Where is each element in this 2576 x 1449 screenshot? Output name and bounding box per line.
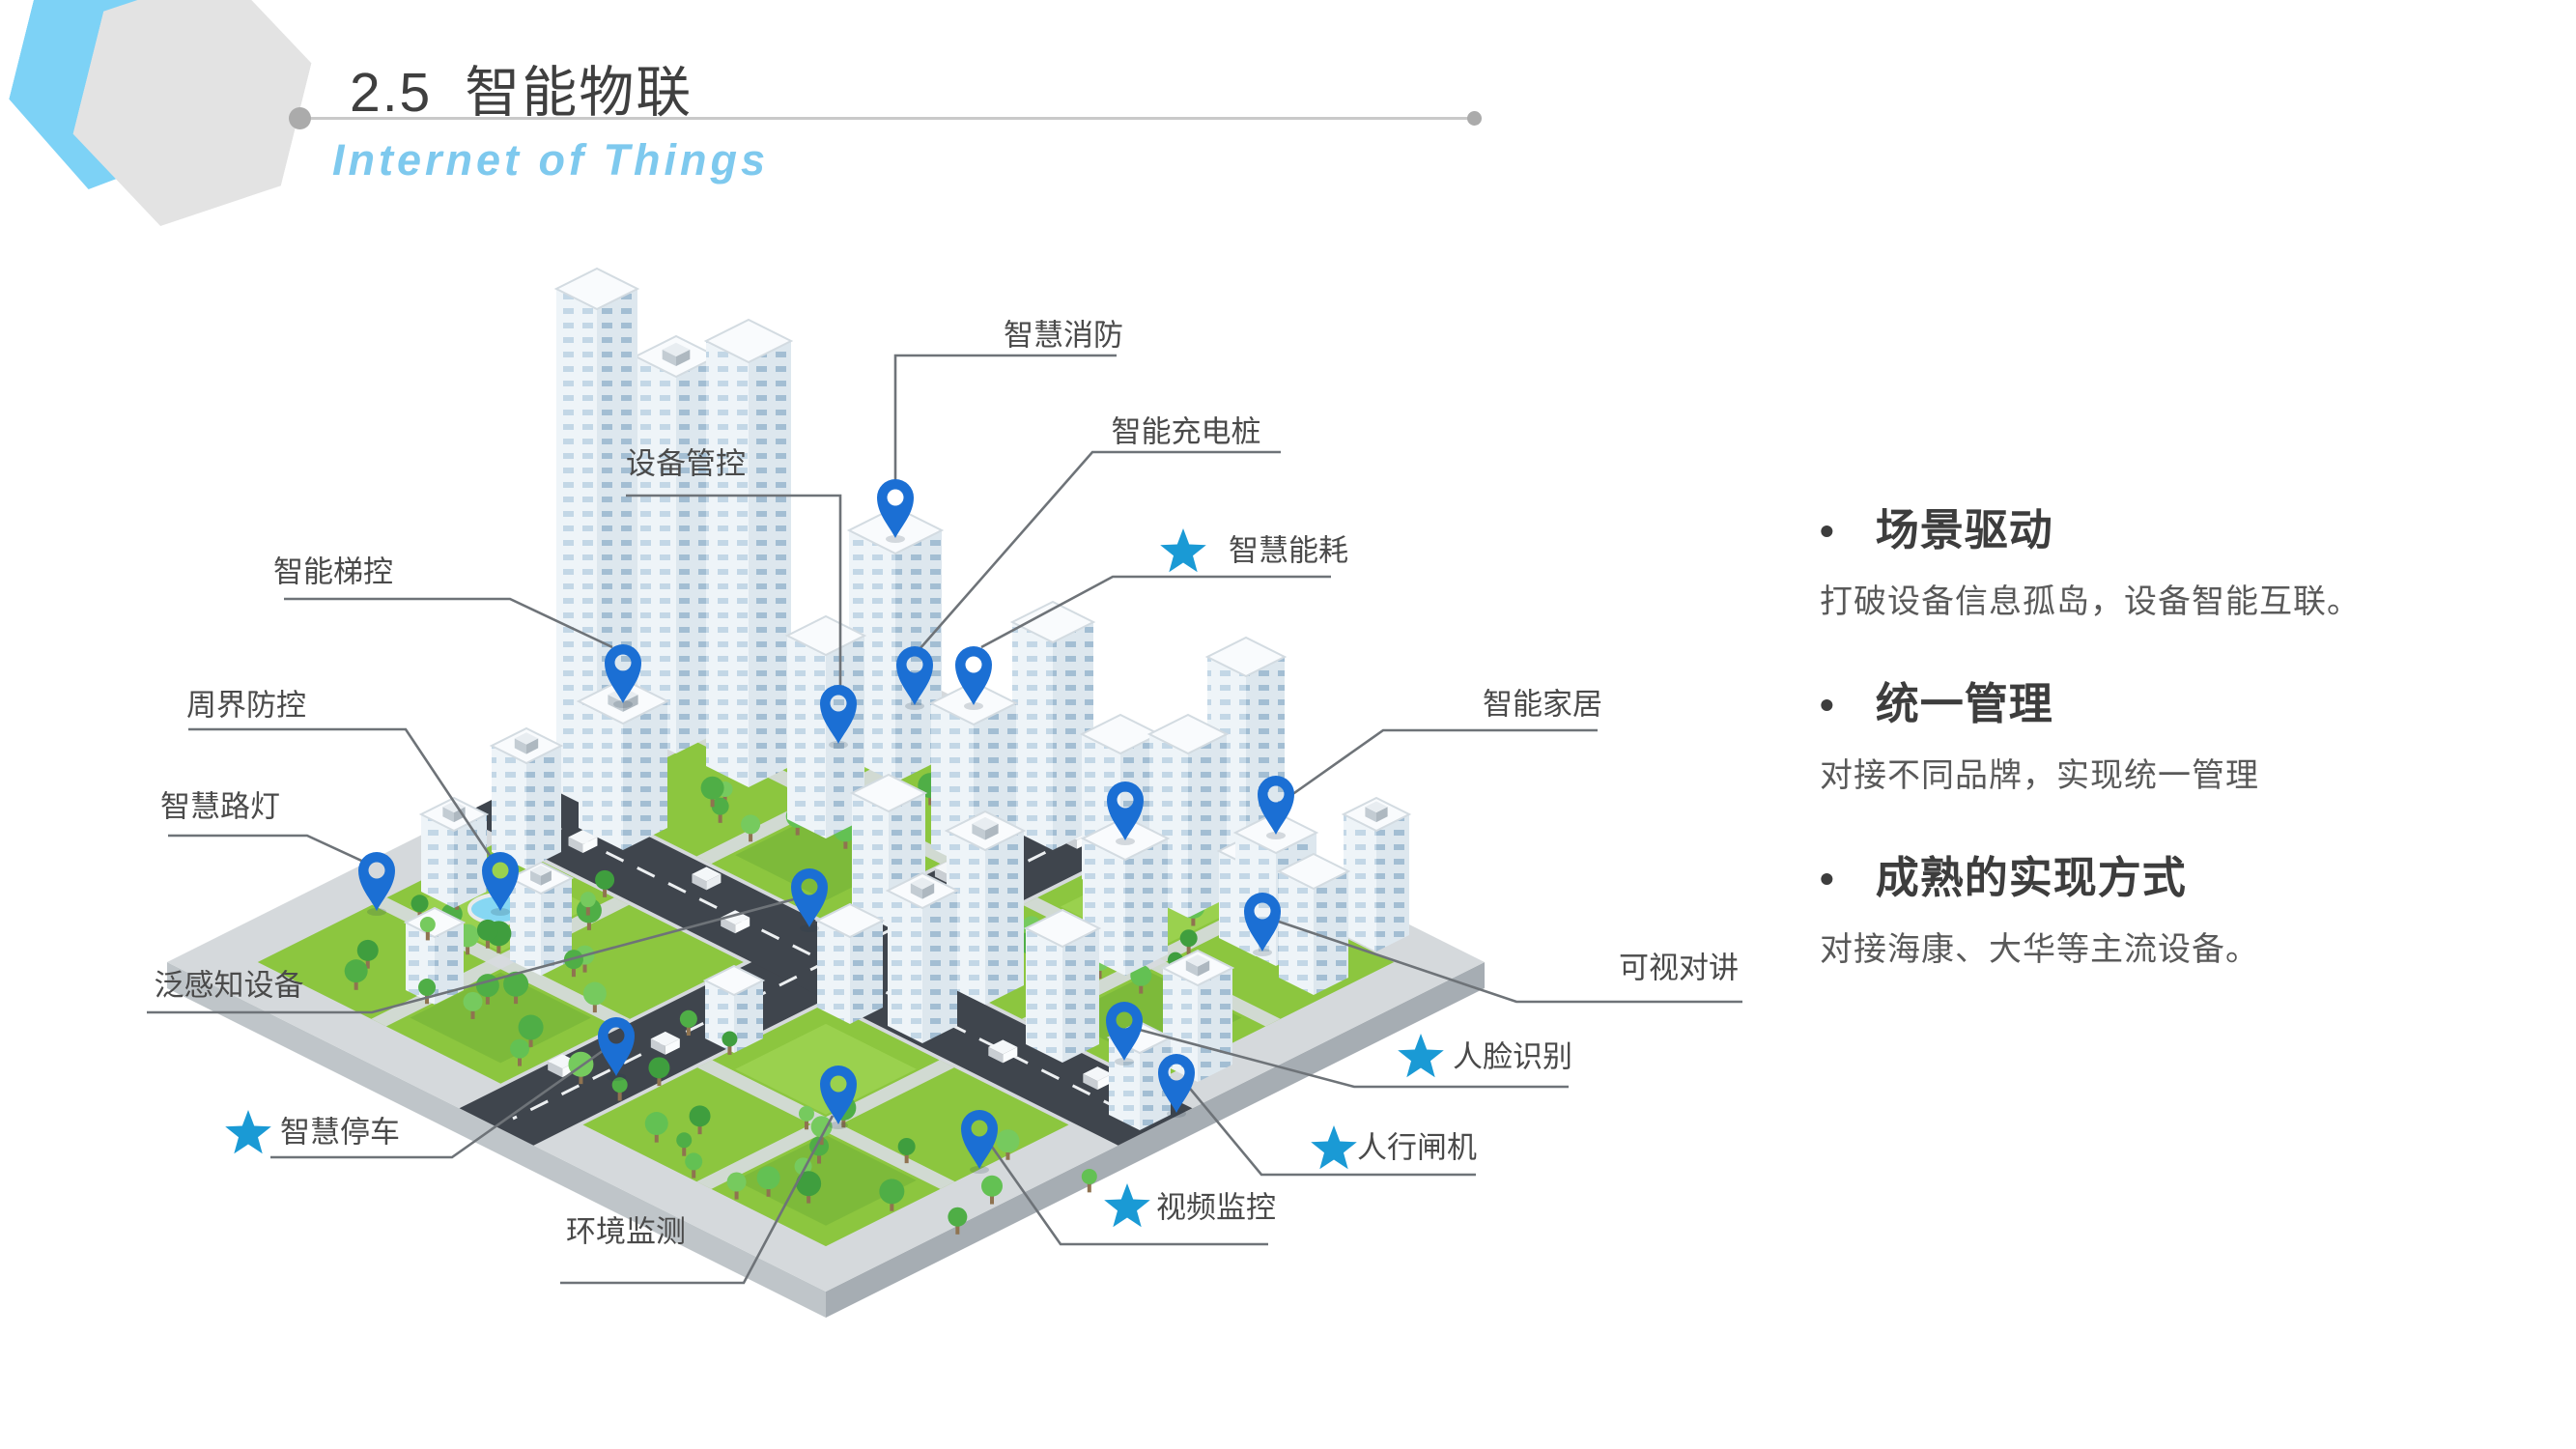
leader-line-perimeter-defense	[188, 727, 496, 864]
map-pin-icon	[1158, 1054, 1195, 1113]
map-pin-icon	[820, 685, 857, 744]
divider-dot-left	[289, 107, 311, 129]
leader-line-ubiquitous-sensing	[147, 895, 806, 1014]
city-trees-front	[344, 917, 1097, 1235]
feature-heading: 成熟的实现方式	[1875, 853, 2187, 902]
feature-point: • 场景驱动 打破设备信息孤岛，设备智能互联。	[1820, 495, 2496, 622]
map-pin-icon	[358, 852, 395, 911]
label-text: 智慧消防	[1004, 319, 1123, 353]
label-text: 环境监测	[566, 1215, 686, 1249]
label-text: 智能充电桩	[1112, 415, 1261, 449]
label-text: 视频监控	[1156, 1191, 1276, 1225]
map-pin-icon	[1244, 893, 1281, 952]
leader-line-video-intercom	[1272, 918, 1742, 1004]
map-pin-icon	[1258, 776, 1294, 835]
feature-heading: 统一管理	[1875, 679, 2053, 728]
section-number: 2.5	[350, 62, 433, 124]
label-smart-energy: 智慧能耗	[1160, 528, 1348, 573]
label-text: 周界防控	[186, 689, 306, 723]
label-ubiquitous-sensing: 泛感知设备	[155, 969, 304, 1003]
feature-heading: 场景驱动	[1875, 505, 2053, 554]
bullet-icon: •	[1820, 508, 1835, 554]
feature-point: • 成熟的实现方式 对接海康、大华等主流设备。	[1820, 842, 2496, 970]
map-pin-icon	[961, 1110, 998, 1169]
map-pin-icon	[1106, 1002, 1143, 1061]
map-pin-icon	[877, 479, 914, 538]
label-text: 智慧路灯	[160, 790, 280, 824]
label-text: 智能梯控	[273, 555, 393, 589]
label-text: 人行闸机	[1357, 1131, 1477, 1165]
bullet-icon: •	[1820, 856, 1835, 901]
leader-line-smart-streetlight	[168, 834, 371, 867]
label-text: 可视对讲	[1619, 952, 1739, 985]
label-perimeter-defense: 周界防控	[186, 689, 306, 723]
leader-line-environment-monitoring	[560, 1115, 835, 1285]
feature-desc: 对接海康、大华等主流设备。	[1820, 931, 2259, 968]
map-pin-icon	[1107, 781, 1144, 840]
map-pin-icon	[791, 868, 828, 927]
label-smart-charging: 智能充电桩	[1112, 415, 1261, 449]
leader-line-video-surveillance	[985, 1139, 1268, 1246]
label-face-recognition: 人脸识别	[1398, 1034, 1572, 1078]
label-text: 智慧能耗	[1229, 534, 1348, 568]
star-icon	[1311, 1125, 1357, 1170]
label-device-control: 设备管控	[626, 447, 746, 481]
title-divider	[289, 107, 1482, 129]
leader-line-smart-charging	[919, 450, 1281, 650]
label-smart-streetlight: 智慧路灯	[160, 790, 280, 824]
label-environment-monitoring: 环境监测	[566, 1215, 686, 1249]
leader-line-smart-energy	[980, 575, 1331, 649]
title-text: 智能物联	[465, 62, 694, 124]
map-pin-icon	[955, 646, 992, 705]
label-text: 人脸识别	[1453, 1040, 1572, 1074]
divider-dot-right	[1467, 111, 1482, 126]
map-pins	[358, 479, 1294, 1174]
label-pedestrian-gate: 人行闸机	[1311, 1125, 1477, 1170]
map-pin-icon	[896, 646, 933, 705]
label-video-intercom: 可视对讲	[1619, 952, 1739, 985]
label-smart-parking: 智慧停车	[225, 1110, 400, 1154]
feature-desc: 对接不同品牌，实现统一管理	[1820, 757, 2259, 794]
page-title: 2.5 智能物联	[350, 48, 693, 128]
map-pin-icon	[820, 1065, 857, 1124]
page-subtitle: Internet of Things	[332, 135, 769, 185]
label-text: 智能家居	[1483, 688, 1602, 722]
star-icon	[1398, 1034, 1444, 1078]
label-smart-home: 智能家居	[1483, 688, 1602, 722]
leader-line-device-control	[626, 494, 842, 686]
label-smart-elevator: 智能梯控	[273, 555, 393, 589]
feature-point: • 统一管理 对接不同品牌，实现统一管理	[1820, 668, 2496, 796]
bullet-icon: •	[1820, 682, 1835, 727]
star-icon	[1104, 1183, 1150, 1228]
label-text: 泛感知设备	[155, 969, 304, 1003]
label-text: 设备管控	[626, 447, 746, 481]
map-pin-icon	[598, 1017, 635, 1076]
feature-desc: 打破设备信息孤岛，设备智能互联。	[1820, 583, 2361, 620]
leader-line-smart-home	[1284, 728, 1598, 802]
label-text: 智慧停车	[280, 1116, 400, 1150]
leader-line-smart-fire	[893, 354, 1117, 483]
star-icon	[225, 1110, 271, 1154]
label-smart-fire: 智慧消防	[1004, 319, 1123, 353]
star-icon	[1160, 528, 1206, 573]
map-pin-icon	[605, 644, 641, 703]
leader-line-smart-elevator	[284, 597, 613, 649]
leader-line-smart-parking	[270, 1046, 608, 1159]
label-video-surveillance: 视频监控	[1104, 1183, 1276, 1228]
leader-lines	[147, 354, 1742, 1285]
map-pin-icon	[482, 852, 519, 911]
leader-line-face-recognition	[1135, 1027, 1569, 1089]
leader-line-pedestrian-gate	[1184, 1083, 1476, 1177]
